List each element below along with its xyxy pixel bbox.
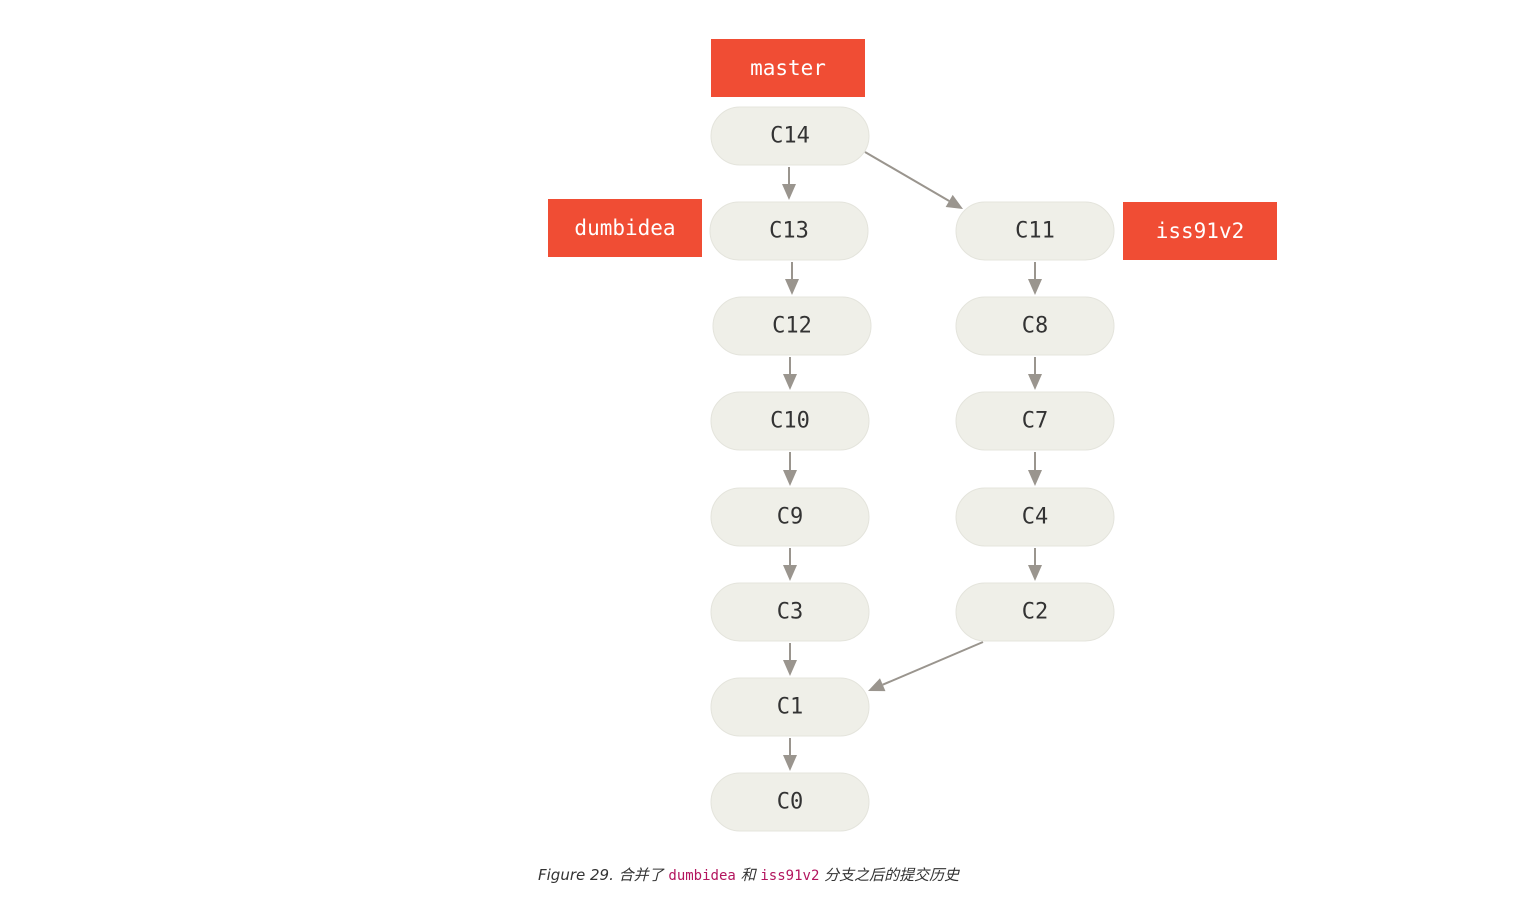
edge-c1-c0 bbox=[783, 738, 797, 771]
commit-pill bbox=[710, 487, 870, 547]
edge-line bbox=[882, 641, 984, 686]
arrow-head bbox=[783, 470, 797, 486]
branch-box bbox=[548, 199, 702, 257]
commit-pill bbox=[710, 582, 870, 642]
commit-c8: C8 bbox=[955, 296, 1115, 356]
commit-c14: C14 bbox=[710, 106, 870, 166]
branch-label: iss91v2 bbox=[1156, 219, 1245, 243]
commit-c10: C10 bbox=[710, 391, 870, 451]
caption-branch-iss91v2: iss91v2 bbox=[760, 868, 820, 884]
arrow-head bbox=[785, 279, 799, 295]
commit-label: C14 bbox=[770, 124, 810, 149]
caption-prefix: Figure 29. 合并了 bbox=[538, 866, 669, 884]
branch-label: dumbidea bbox=[574, 216, 675, 240]
caption-branch-dumbidea: dumbidea bbox=[668, 868, 736, 884]
arrow-head bbox=[868, 678, 886, 692]
commit-label: C12 bbox=[772, 314, 812, 339]
commit-pill bbox=[712, 296, 872, 356]
commit-label: C11 bbox=[1015, 219, 1055, 244]
edge-c8-c7 bbox=[1028, 357, 1042, 390]
commit-pill bbox=[710, 677, 870, 737]
commit-c9: C9 bbox=[710, 487, 870, 547]
commit-c11: C11 bbox=[955, 201, 1115, 261]
arrow-head bbox=[783, 374, 797, 390]
commit-c4: C4 bbox=[955, 487, 1115, 547]
edge-c2-c1 bbox=[868, 641, 984, 692]
figure-caption: Figure 29. 合并了 dumbidea 和 iss91v2 分支之后的提… bbox=[538, 864, 959, 885]
commit-c2: C2 bbox=[955, 582, 1115, 642]
commit-pill bbox=[709, 201, 869, 261]
commit-label: C9 bbox=[777, 505, 804, 530]
branches-layer: master dumbidea iss91v2 bbox=[548, 39, 1277, 260]
branch-dumbidea: dumbidea bbox=[548, 199, 702, 257]
branch-master: master bbox=[711, 39, 865, 97]
commit-c12: C12 bbox=[712, 296, 872, 356]
commit-label: C8 bbox=[1022, 314, 1049, 339]
edge-c10-c9 bbox=[783, 452, 797, 486]
commit-label: C7 bbox=[1022, 409, 1049, 434]
edge-c13-c12 bbox=[785, 262, 799, 295]
commit-pill bbox=[955, 487, 1115, 547]
edge-c14-c13 bbox=[782, 167, 796, 200]
caption-middle: 和 bbox=[735, 866, 761, 884]
edge-c9-c3 bbox=[783, 548, 797, 581]
arrow-head bbox=[1028, 374, 1042, 390]
branch-label: master bbox=[750, 56, 826, 80]
commit-c13: C13 bbox=[709, 201, 869, 261]
commit-label: C10 bbox=[770, 409, 810, 434]
commit-c3: C3 bbox=[710, 582, 870, 642]
arrow-head bbox=[782, 184, 796, 200]
commit-label: C4 bbox=[1022, 505, 1049, 530]
commit-c7: C7 bbox=[955, 391, 1115, 451]
commit-label: C0 bbox=[777, 790, 804, 815]
commit-c0: C0 bbox=[710, 772, 870, 832]
branch-box bbox=[711, 39, 865, 97]
arrow-head bbox=[783, 565, 797, 581]
commit-pill bbox=[710, 106, 870, 166]
arrow-head bbox=[945, 194, 963, 209]
commit-pill bbox=[955, 391, 1115, 451]
commit-c1: C1 bbox=[710, 677, 870, 737]
commit-label: C3 bbox=[777, 600, 804, 625]
edge-c4-c2 bbox=[1028, 548, 1042, 581]
commit-label: C2 bbox=[1022, 600, 1049, 625]
edge-c14-c11 bbox=[864, 151, 963, 209]
edge-line bbox=[864, 151, 950, 202]
edge-c12-c10 bbox=[783, 357, 797, 390]
edge-c11-c8 bbox=[1028, 262, 1042, 295]
branch-box bbox=[1123, 202, 1277, 260]
commit-pill bbox=[955, 201, 1115, 261]
commit-pill bbox=[955, 296, 1115, 356]
commit-label: C13 bbox=[769, 219, 809, 244]
caption-suffix: 分支之后的提交历史 bbox=[819, 866, 960, 884]
commit-pill bbox=[710, 391, 870, 451]
commit-pill bbox=[710, 772, 870, 832]
branch-iss91v2: iss91v2 bbox=[1123, 202, 1277, 260]
edges-layer bbox=[782, 151, 1042, 771]
edge-c7-c4 bbox=[1028, 452, 1042, 486]
commit-label: C1 bbox=[777, 695, 804, 720]
arrow-head bbox=[1028, 470, 1042, 486]
arrow-head bbox=[1028, 565, 1042, 581]
edge-c3-c1 bbox=[783, 643, 797, 676]
arrow-head bbox=[1028, 279, 1042, 295]
commit-pill bbox=[955, 582, 1115, 642]
arrow-head bbox=[783, 755, 797, 771]
arrow-head bbox=[783, 660, 797, 676]
